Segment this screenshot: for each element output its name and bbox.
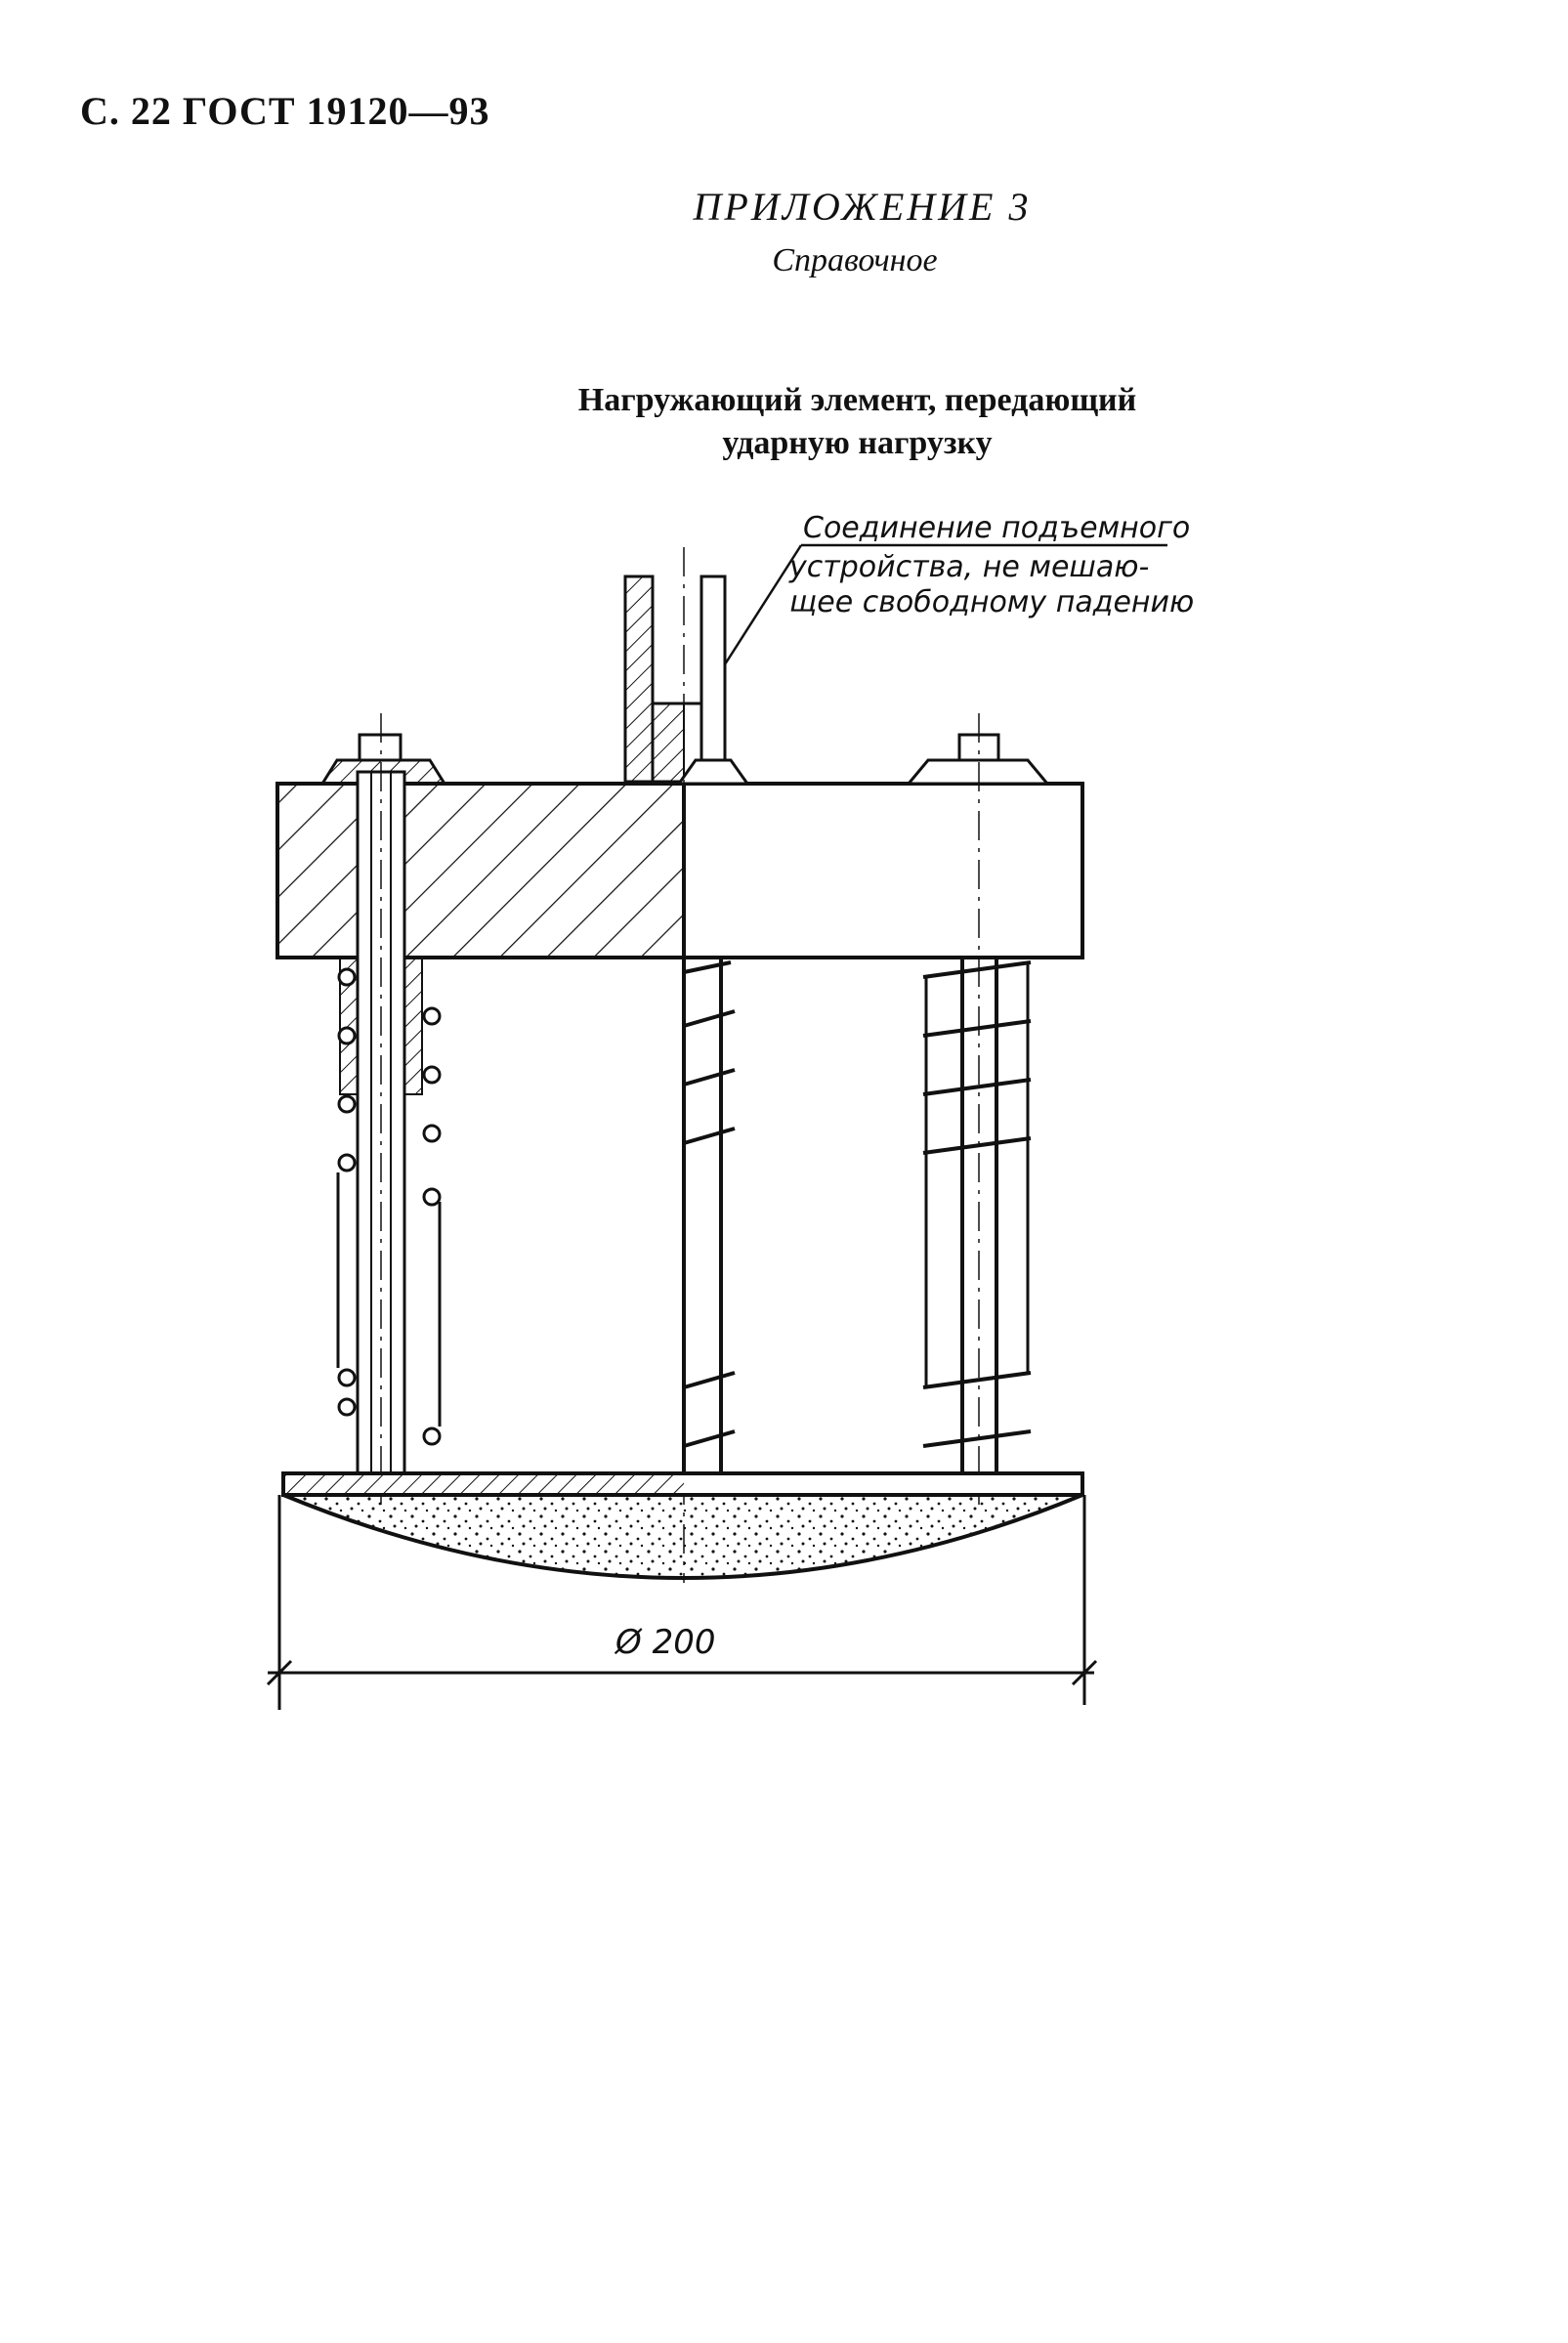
right-spring [922, 713, 1032, 1505]
callout-line-3: щее свободному падению [789, 585, 1194, 619]
page-header: С. 22 ГОСТ 19120—93 [80, 89, 490, 133]
left-spring [336, 967, 442, 1446]
top-plate [275, 733, 1084, 959]
callout-leader [723, 543, 1167, 665]
callout-line-2: устройства, не мешаю- [788, 550, 1149, 584]
figure-title-line-1: Нагружающий элемент, передающий [577, 382, 1137, 418]
figure-title: Нагружающий элемент, передающий ударную … [0, 379, 1568, 465]
appendix-subtitle: Справочное [772, 242, 938, 278]
appendix-title: ПРИЛОЖЕНИЕ 3 [693, 185, 1032, 229]
lifting-bracket [623, 575, 727, 784]
diameter-dimension [266, 1495, 1098, 1710]
center-spring [682, 547, 736, 1583]
callout-line-1: Соединение подъемного [803, 511, 1190, 545]
left-rod [339, 713, 423, 1505]
base-plate [281, 1471, 1084, 1580]
diameter-label: Ø 200 [614, 1623, 715, 1662]
figure-title-line-2: ударную нагрузку [722, 425, 993, 461]
